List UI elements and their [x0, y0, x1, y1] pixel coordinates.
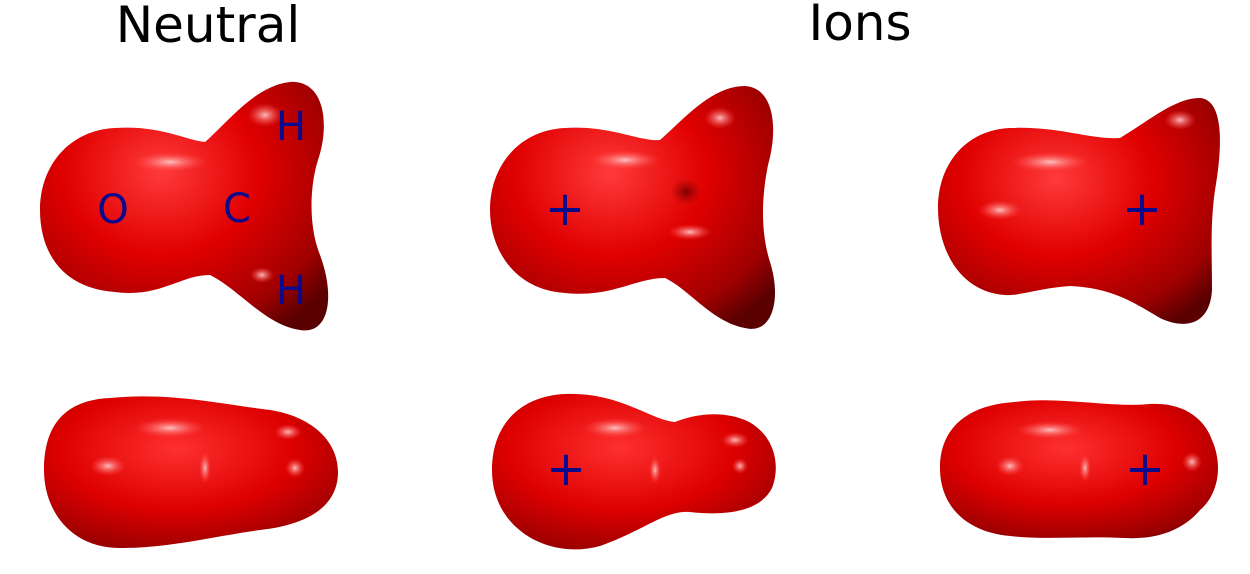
neutral-top-highlight-3 [250, 267, 274, 283]
ion1-side-surface [492, 393, 776, 550]
atom-label-carbon: C [223, 186, 251, 232]
ion2-top-highlight-2 [1164, 110, 1196, 130]
charge-marker-ion1-side: + [546, 441, 586, 497]
ion1-top-highlight [589, 150, 661, 170]
ion1-side-view: + [492, 393, 776, 550]
neutral-top-view: O C H H [40, 81, 329, 331]
charge-marker-ion2-top: + [1122, 181, 1162, 237]
ion2-side-highlight-3 [1079, 454, 1091, 482]
ion1-top-view: + [490, 86, 776, 329]
ion2-top-highlight-3 [978, 200, 1022, 220]
ion1-side-highlight [583, 418, 647, 438]
heading-neutral: Neutral [116, 0, 301, 54]
ion2-side-view: + [940, 400, 1219, 539]
atom-label-hydrogen-bottom: H [276, 268, 306, 314]
ion2-side-highlight-4 [1182, 452, 1202, 472]
ion1-top-highlight-2 [704, 107, 736, 129]
ion2-top-view: + [938, 98, 1220, 324]
neutral-side-view [44, 396, 338, 548]
charge-marker-ion2-side: + [1125, 441, 1165, 497]
atom-label-oxygen: O [97, 187, 128, 233]
ion2-side-highlight [1016, 421, 1084, 439]
neutral-side-highlight-3 [90, 456, 126, 476]
charge-marker-ion1-top: + [545, 181, 585, 237]
ion2-side-highlight-2 [996, 456, 1024, 476]
heading-ions: Ions [808, 0, 911, 52]
neutral-side-highlight-2 [274, 424, 302, 440]
ion2-side-surface [940, 400, 1219, 539]
neutral-side-highlight-4 [199, 452, 211, 484]
ion1-side-highlight-2 [721, 432, 749, 448]
ion1-side-highlight-4 [732, 458, 748, 474]
ion2-top-surface [938, 98, 1220, 324]
ion1-top-highlight-3 [668, 224, 712, 240]
ion1-side-highlight-3 [649, 456, 661, 484]
neutral-side-highlight [134, 418, 206, 438]
atom-label-hydrogen-top: H [276, 104, 306, 150]
ion1-top-dimple [670, 178, 702, 206]
neutral-side-highlight-5 [285, 458, 305, 478]
neutral-side-surface [44, 396, 338, 548]
neutral-top-highlight-2 [247, 103, 283, 127]
ion1-top-surface [490, 86, 776, 329]
neutral-top-highlight [132, 152, 208, 172]
ion2-top-highlight [1010, 152, 1090, 172]
